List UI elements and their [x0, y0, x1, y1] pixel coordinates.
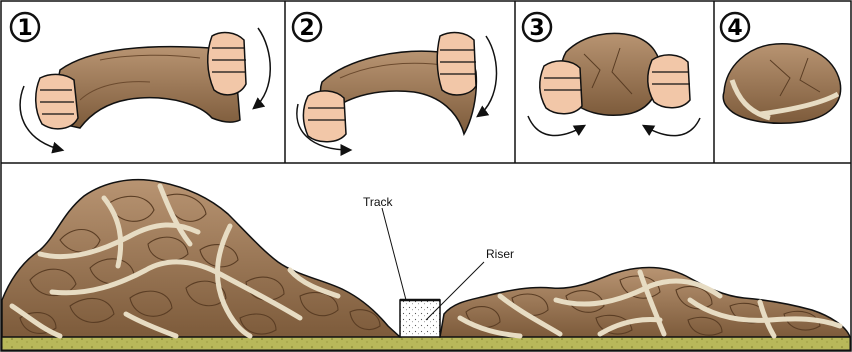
panel-1-illustration [20, 28, 270, 150]
hand-icon [36, 74, 78, 128]
track-leader-line [382, 208, 406, 300]
track-label: Track [363, 195, 394, 209]
rotation-arrow-icon [478, 36, 496, 116]
rotation-arrow-icon [528, 116, 584, 135]
rotation-arrow-icon [254, 28, 270, 108]
step-number-2: 2 [299, 16, 314, 41]
step-number-1: 1 [17, 16, 32, 41]
rotation-arrow-icon [644, 118, 700, 136]
hand-icon [208, 33, 246, 95]
ground-strip [2, 337, 850, 350]
hand-icon [437, 33, 476, 95]
hand-icon [540, 61, 582, 114]
step-badge-1: 1 [11, 13, 39, 41]
step-badge-4: 4 [721, 13, 749, 41]
hand-icon [648, 55, 690, 108]
step-badge-2: 2 [293, 13, 321, 41]
rock-hill-right [440, 268, 850, 338]
step-number-3: 3 [529, 16, 544, 41]
riser-label: Riser [486, 247, 514, 261]
step-badge-3: 3 [523, 13, 551, 41]
panel-2-illustration [297, 33, 497, 150]
hand-icon [304, 91, 347, 142]
panel-3-illustration [528, 33, 700, 135]
landscape-illustration: Track Riser [2, 180, 850, 350]
step-number-4: 4 [727, 16, 742, 41]
riser-block [400, 300, 440, 337]
panel-4-illustration [723, 44, 840, 123]
